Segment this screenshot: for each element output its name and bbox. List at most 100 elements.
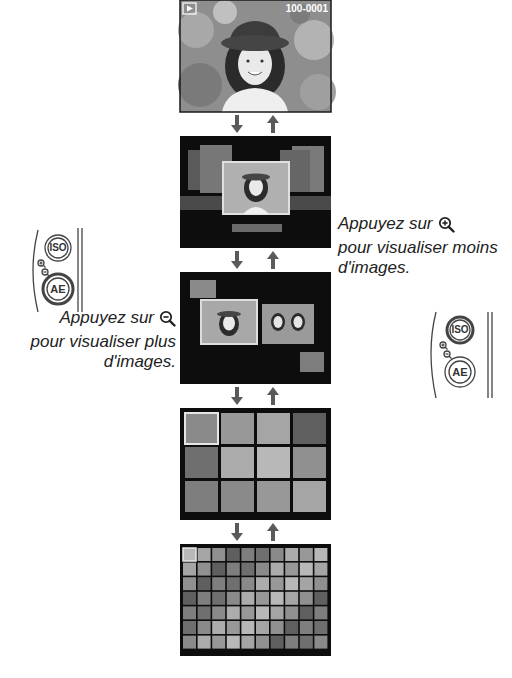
- thumbnail: [314, 636, 327, 649]
- thumbnail: [221, 447, 254, 478]
- thumbnail: [212, 606, 225, 619]
- thumbnail: [256, 548, 269, 561]
- thumbnail: [300, 577, 313, 590]
- thumbnail: [198, 548, 211, 561]
- thumbnail: [221, 481, 254, 512]
- thumbnail: [293, 413, 326, 444]
- thumbnail: [314, 606, 327, 619]
- thumbnail: [183, 636, 196, 649]
- thumbnail: [198, 636, 211, 649]
- scatter-screen: [180, 272, 331, 384]
- thumbnail: [271, 548, 284, 561]
- instruction-text: pour visualiser plus d'images.: [30, 332, 176, 371]
- arrow: [267, 251, 279, 269]
- button-label-wrap: AE: [440, 366, 480, 379]
- arrow: [231, 115, 243, 133]
- thumbnail: [185, 481, 218, 512]
- button-label: ISO: [49, 242, 66, 253]
- thumbnail: [212, 563, 225, 576]
- thumbnail: [241, 592, 254, 605]
- arrow: [267, 523, 279, 541]
- thumbnail: [271, 563, 284, 576]
- thumbnail: [183, 577, 196, 590]
- button-label-wrap: AE: [38, 283, 78, 296]
- thumbnail: [227, 563, 240, 576]
- thumbnail: [212, 592, 225, 605]
- thumbnail: [271, 621, 284, 634]
- thumbnail: [256, 621, 269, 634]
- thumbnail: [285, 636, 298, 649]
- thumbnail: [183, 548, 196, 561]
- instruction-text-wrap: Appuyez sur: [338, 214, 508, 234]
- thumbnail: [241, 548, 254, 561]
- thumbnail: [300, 621, 313, 634]
- thumbnail: [285, 606, 298, 619]
- thumbnail: [227, 548, 240, 561]
- thumbnail: [183, 621, 196, 634]
- zoom-in-icon: [438, 216, 455, 233]
- thumbnail: [212, 577, 225, 590]
- thumbnail: [185, 413, 218, 444]
- thumbnail: [293, 447, 326, 478]
- thumbnail: [241, 563, 254, 576]
- instruction-text-wrap: Appuyez sur: [4, 308, 176, 328]
- thumbnail: [257, 447, 290, 478]
- instruction-text: Appuyez sur: [338, 214, 433, 234]
- thumbnail: [300, 606, 313, 619]
- thumbnail: [227, 592, 240, 605]
- thumbnail: [183, 592, 196, 605]
- thumbnail: [198, 621, 211, 634]
- thumbnail: [314, 621, 327, 634]
- camera-buttons: [431, 312, 492, 398]
- thumbnail: [227, 636, 240, 649]
- thumbnail: [293, 481, 326, 512]
- arrow: [267, 115, 279, 133]
- thumbnail: [227, 621, 240, 634]
- thumbnail: [271, 636, 284, 649]
- button-label-wrap: ISO: [440, 324, 480, 336]
- instruction-text: pour visualiser moins d'images.: [338, 238, 498, 277]
- thumbnail: [300, 548, 313, 561]
- file-number: 100-0001: [286, 3, 328, 14]
- thumbnail: [256, 592, 269, 605]
- thumbnail: [285, 592, 298, 605]
- thumbnail: [221, 413, 254, 444]
- thumbnail: [227, 606, 240, 619]
- thumbnail: [212, 621, 225, 634]
- playback-icon: [183, 3, 196, 14]
- thumbnail: [257, 413, 290, 444]
- button-label: ISO: [451, 324, 468, 335]
- thumbnail: [271, 606, 284, 619]
- button-label: AE: [452, 366, 467, 378]
- thumbnail: [271, 592, 284, 605]
- thumbnail: [227, 577, 240, 590]
- thumbnail: [198, 563, 211, 576]
- thumbnail: [183, 606, 196, 619]
- thumbnail: [256, 606, 269, 619]
- navigation-arrows: [231, 115, 279, 541]
- thumbnail: [185, 447, 218, 478]
- instruction-text: Appuyez sur: [60, 308, 155, 328]
- arrow: [231, 251, 243, 269]
- thumbnail: [285, 548, 298, 561]
- thumbnail: [241, 606, 254, 619]
- instruction-text-wrap: pour visualiser moins d'images.: [338, 238, 503, 278]
- coverflow-screen: [180, 136, 331, 248]
- arrow: [267, 387, 279, 405]
- thumbnail: [212, 548, 225, 561]
- playback-screen: [178, 0, 336, 112]
- thumbnail: [314, 563, 327, 576]
- thumbnail: [300, 592, 313, 605]
- thumbnail-grid-screen: [180, 544, 331, 656]
- thumbnail: [285, 621, 298, 634]
- instruction-text-wrap: pour visualiser plus d'images.: [4, 332, 176, 372]
- thumbnail: [241, 621, 254, 634]
- thumbnail: [198, 577, 211, 590]
- thumbnail: [257, 481, 290, 512]
- thumbnail: [183, 563, 196, 576]
- thumbnail: [314, 577, 327, 590]
- thumbnail: [314, 592, 327, 605]
- thumbnail: [256, 636, 269, 649]
